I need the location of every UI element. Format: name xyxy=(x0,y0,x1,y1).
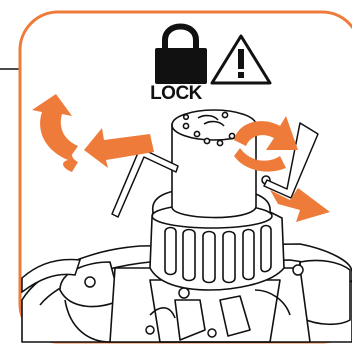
lock-label: LOCK xyxy=(150,84,202,103)
